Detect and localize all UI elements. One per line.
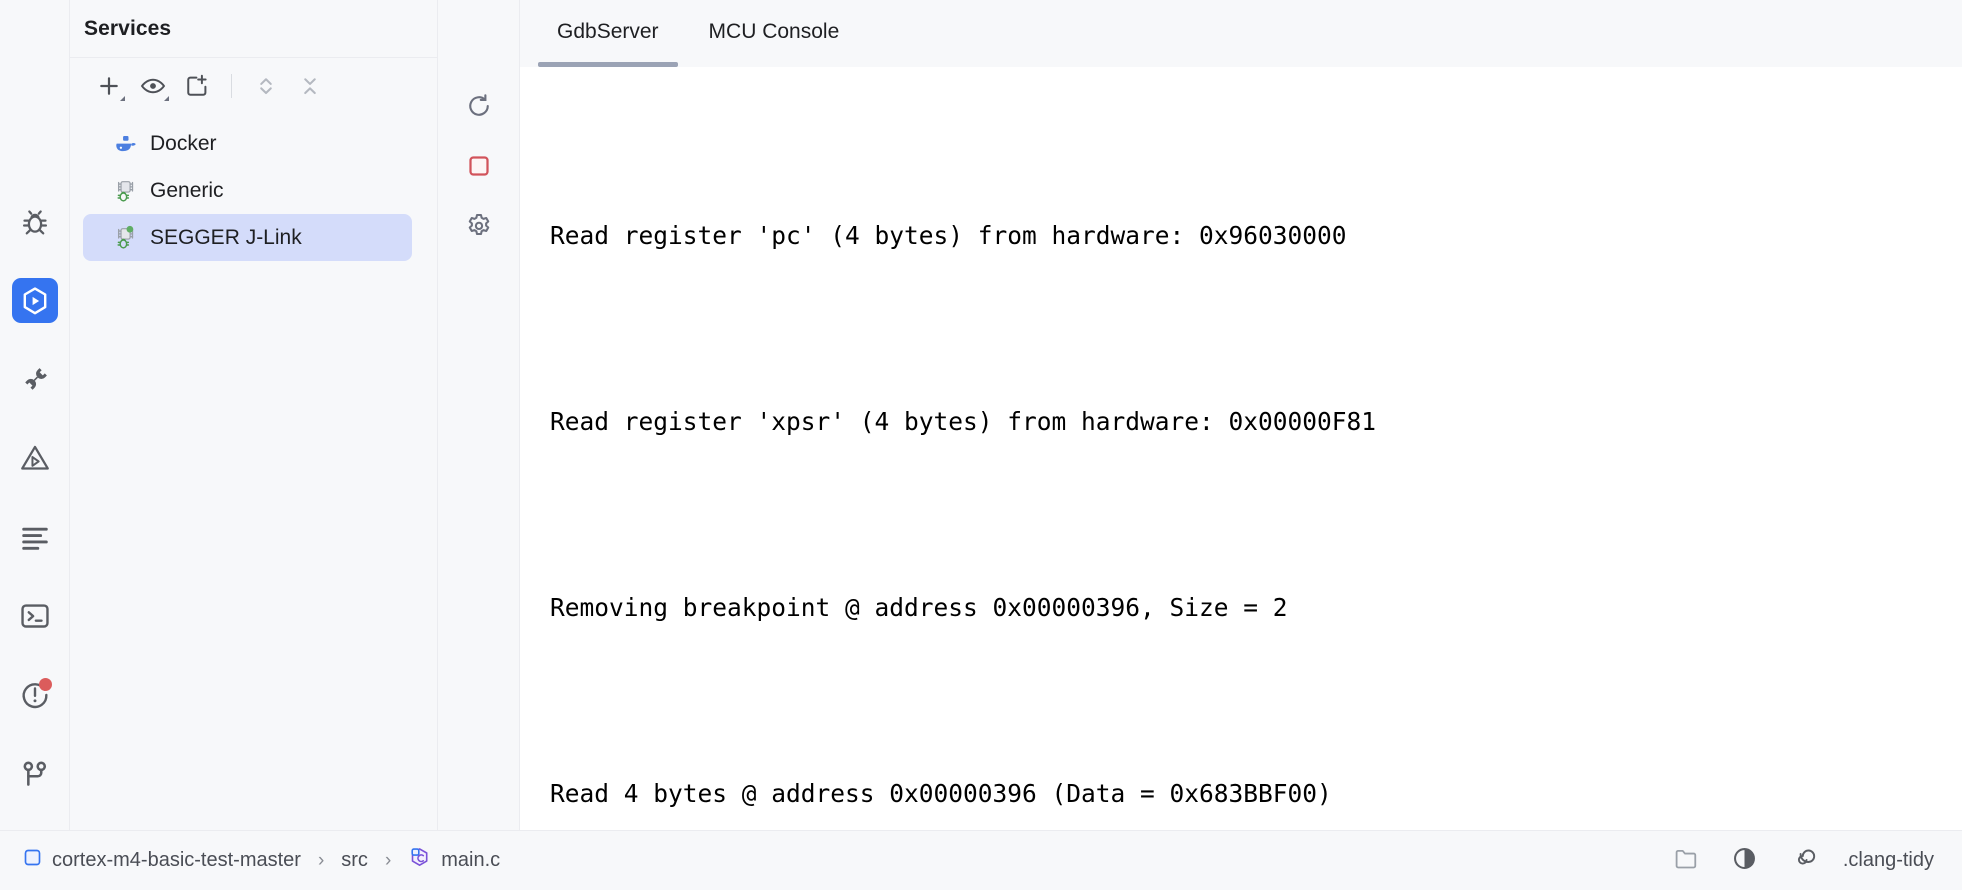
services-icon (18, 284, 52, 318)
services-tree: Docker (70, 114, 437, 261)
toggle-theme-button[interactable] (1731, 847, 1759, 875)
problems-icon (18, 678, 52, 712)
breadcrumb-separator: › (384, 849, 392, 871)
spiral-icon (1789, 845, 1816, 877)
breadcrumb-label: cortex-m4-basic-test-master (52, 849, 301, 871)
breadcrumb-item-file[interactable]: main.c (404, 844, 504, 878)
console-output[interactable]: Read register 'pc' (4 bytes) from hardwa… (520, 67, 1962, 830)
status-bar-right: .clang-tidy (1673, 847, 1934, 875)
stop-button[interactable] (459, 148, 499, 188)
service-item-generic[interactable]: Generic (83, 167, 412, 214)
console-side-toolbar (438, 0, 520, 830)
clang-tidy-label[interactable]: .clang-tidy (1842, 849, 1934, 871)
service-label: SEGGER J-Link (150, 225, 302, 249)
folder-icon (1673, 845, 1700, 877)
service-label: Docker (150, 131, 217, 155)
console-settings-button[interactable] (459, 208, 499, 248)
service-item-docker[interactable]: Docker (83, 120, 412, 167)
clang-tidy-button[interactable] (1789, 847, 1817, 875)
docker-whale-icon (113, 131, 139, 157)
embedded-debug-icon (113, 178, 139, 204)
services-tool-window: Services (70, 0, 438, 830)
rerun-refresh-icon (464, 91, 494, 126)
c-file-icon (408, 846, 432, 876)
rail-button-plugins[interactable] (12, 357, 58, 402)
rerun-button[interactable] (459, 88, 499, 128)
rail-button-services[interactable] (11, 278, 58, 324)
console-line: Read 4 bytes @ address 0x00000396 (Data … (550, 779, 1332, 808)
console-line: Removing breakpoint @ address 0x00000396… (550, 593, 1288, 622)
tab-gdbserver[interactable]: GdbServer (532, 0, 684, 67)
filter-services-button[interactable] (134, 67, 172, 105)
plug-icon (18, 363, 52, 397)
breadcrumb-label: main.c (441, 849, 501, 871)
problems-badge-dot (38, 678, 52, 692)
chevron-down-icon (120, 96, 125, 101)
services-toolbar (70, 58, 437, 114)
services-title: Services (84, 16, 172, 40)
expand-all-button[interactable] (247, 67, 285, 105)
branch-icon (18, 757, 52, 791)
rail-button-problems[interactable] (12, 672, 58, 717)
breadcrumb-label: src (341, 849, 368, 871)
rail-button-version-control[interactable] (12, 751, 58, 796)
add-service-button[interactable] (90, 67, 128, 105)
services-header: Services (70, 0, 437, 58)
console-tabs: GdbServer MCU Console (520, 0, 1962, 67)
tab-label: GdbServer (557, 19, 659, 43)
main-body: Services (0, 0, 1962, 830)
rail-button-todo[interactable] (12, 515, 58, 560)
new-tab-button[interactable] (178, 67, 216, 105)
run-console-tool-window: GdbServer MCU Console Read register 'pc'… (438, 0, 1962, 830)
status-bar: cortex-m4-basic-test-master › src › main… (0, 830, 1962, 890)
warning-triangle-icon (18, 441, 52, 475)
tab-label: MCU Console (708, 19, 840, 43)
embedded-debug-icon (113, 225, 139, 251)
breadcrumb-item-src[interactable]: src (337, 847, 372, 874)
module-square-icon (22, 847, 43, 874)
rail-button-problems-triangle[interactable] (12, 436, 58, 481)
open-folder-button[interactable] (1673, 847, 1701, 875)
tab-mcu-console[interactable]: MCU Console (684, 0, 865, 67)
console-line: Read register 'pc' (4 bytes) from hardwa… (550, 221, 1347, 250)
list-lines-icon (18, 520, 52, 554)
rail-button-debug[interactable] (12, 200, 58, 245)
contrast-circle-icon (1731, 845, 1758, 877)
console-line: Read register 'xpsr' (4 bytes) from hard… (550, 407, 1377, 436)
breadcrumb-item-project[interactable]: cortex-m4-basic-test-master (18, 845, 305, 876)
console-main: GdbServer MCU Console Read register 'pc'… (520, 0, 1962, 830)
console-top: GdbServer MCU Console Read register 'pc'… (438, 0, 1962, 830)
tab-active-underline (538, 62, 678, 67)
stop-square-icon (464, 151, 494, 186)
bug-icon (18, 205, 52, 239)
breadcrumb: cortex-m4-basic-test-master › src › main… (18, 844, 1673, 878)
left-tool-rail (0, 0, 70, 830)
breadcrumb-separator: › (317, 849, 325, 871)
rail-button-terminal[interactable] (12, 594, 58, 639)
toolbar-separator (231, 74, 232, 98)
chevron-down-icon (164, 96, 169, 101)
service-item-segger-jlink[interactable]: SEGGER J-Link (83, 214, 412, 261)
collapse-all-button[interactable] (291, 67, 329, 105)
service-label: Generic (150, 178, 224, 202)
gear-icon (464, 211, 494, 246)
terminal-icon (18, 599, 52, 633)
